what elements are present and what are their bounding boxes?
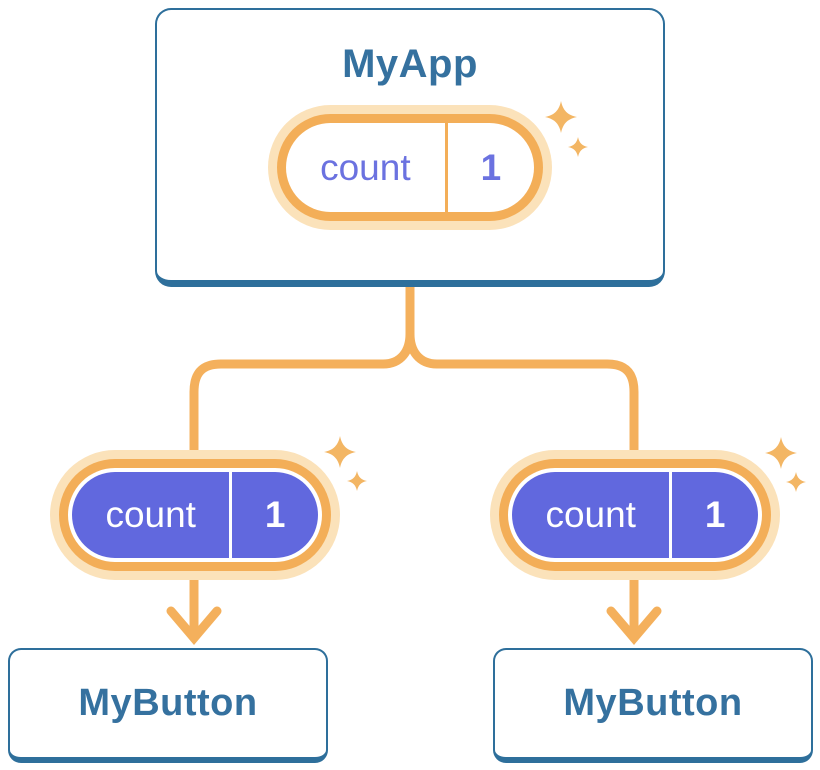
pill-divider	[669, 472, 673, 558]
child-right-state-pill: count 1	[490, 450, 780, 580]
sparkle-icon	[765, 437, 797, 469]
arrow-left-head	[166, 606, 222, 645]
child-left-state-pill: count 1	[50, 450, 340, 580]
root-state-name: count	[320, 146, 411, 188]
sparkle-icon	[786, 472, 806, 492]
mybutton-card-right: MyButton	[493, 648, 813, 763]
child-left-state-value: 1	[264, 494, 286, 535]
root-state-pill: count 1	[268, 105, 552, 230]
mybutton-right-title: MyButton	[563, 682, 743, 724]
mybutton-card-left: MyButton	[8, 648, 328, 763]
pill-divider	[444, 123, 448, 212]
myapp-title: MyApp	[342, 42, 478, 86]
child-right-state-value: 1	[704, 494, 726, 535]
myapp-card: MyApp count 1	[155, 8, 665, 287]
root-state-pill-ring: count 1	[277, 114, 543, 221]
arrow-right-head	[606, 606, 662, 645]
root-state-value: 1	[480, 146, 502, 188]
child-left-state-name: count	[105, 494, 196, 535]
mybutton-left-title: MyButton	[78, 682, 258, 724]
child-right-state-name: count	[545, 494, 636, 535]
sparkle-icon	[347, 471, 367, 491]
sparkle-icon	[324, 436, 356, 468]
